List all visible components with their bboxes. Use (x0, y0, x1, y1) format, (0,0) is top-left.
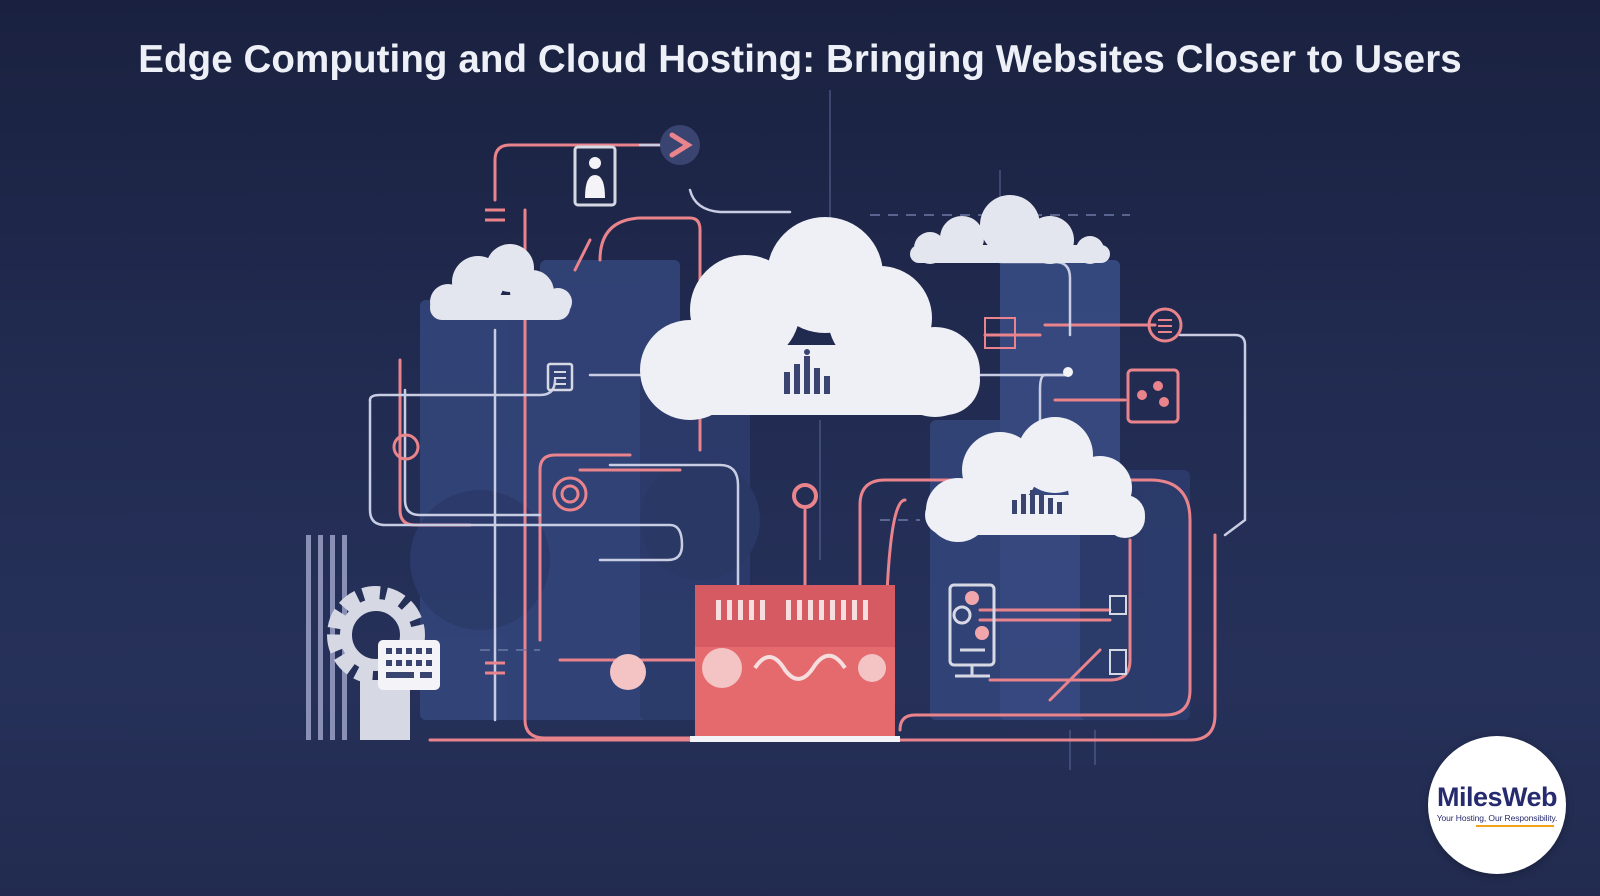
milesweb-logo[interactable]: MilesWeb Your Hosting, Our Responsibilit… (1428, 736, 1566, 874)
cloud-icon-right (925, 417, 1145, 542)
cloud-icon-main (640, 217, 980, 420)
circuit-lines-pink (398, 143, 1217, 742)
cloud-icon-left (430, 244, 572, 320)
device-icon (948, 583, 1127, 678)
pin-icon (792, 483, 818, 509)
logo-name: MilesWeb (1436, 782, 1558, 812)
page-title: Edge Computing and Cloud Hosting: Bringi… (138, 38, 1462, 81)
logo-underline (1476, 825, 1554, 827)
cloud-icon-top-right (910, 195, 1110, 264)
circuit-icon (392, 433, 646, 690)
network-node-icon (984, 307, 1183, 424)
logo-tagline: Your Hosting, Our Responsibility. (1436, 813, 1558, 823)
user-icon (573, 145, 617, 207)
document-icon (546, 362, 574, 392)
chart-icon-right (1012, 490, 1062, 514)
keyboard-icon (378, 640, 440, 690)
server-icon (690, 585, 900, 742)
arrow-icon (660, 125, 700, 165)
chart-icon-main (784, 349, 830, 394)
connector-marks (485, 208, 505, 675)
circuit-lines-light (368, 143, 1247, 742)
